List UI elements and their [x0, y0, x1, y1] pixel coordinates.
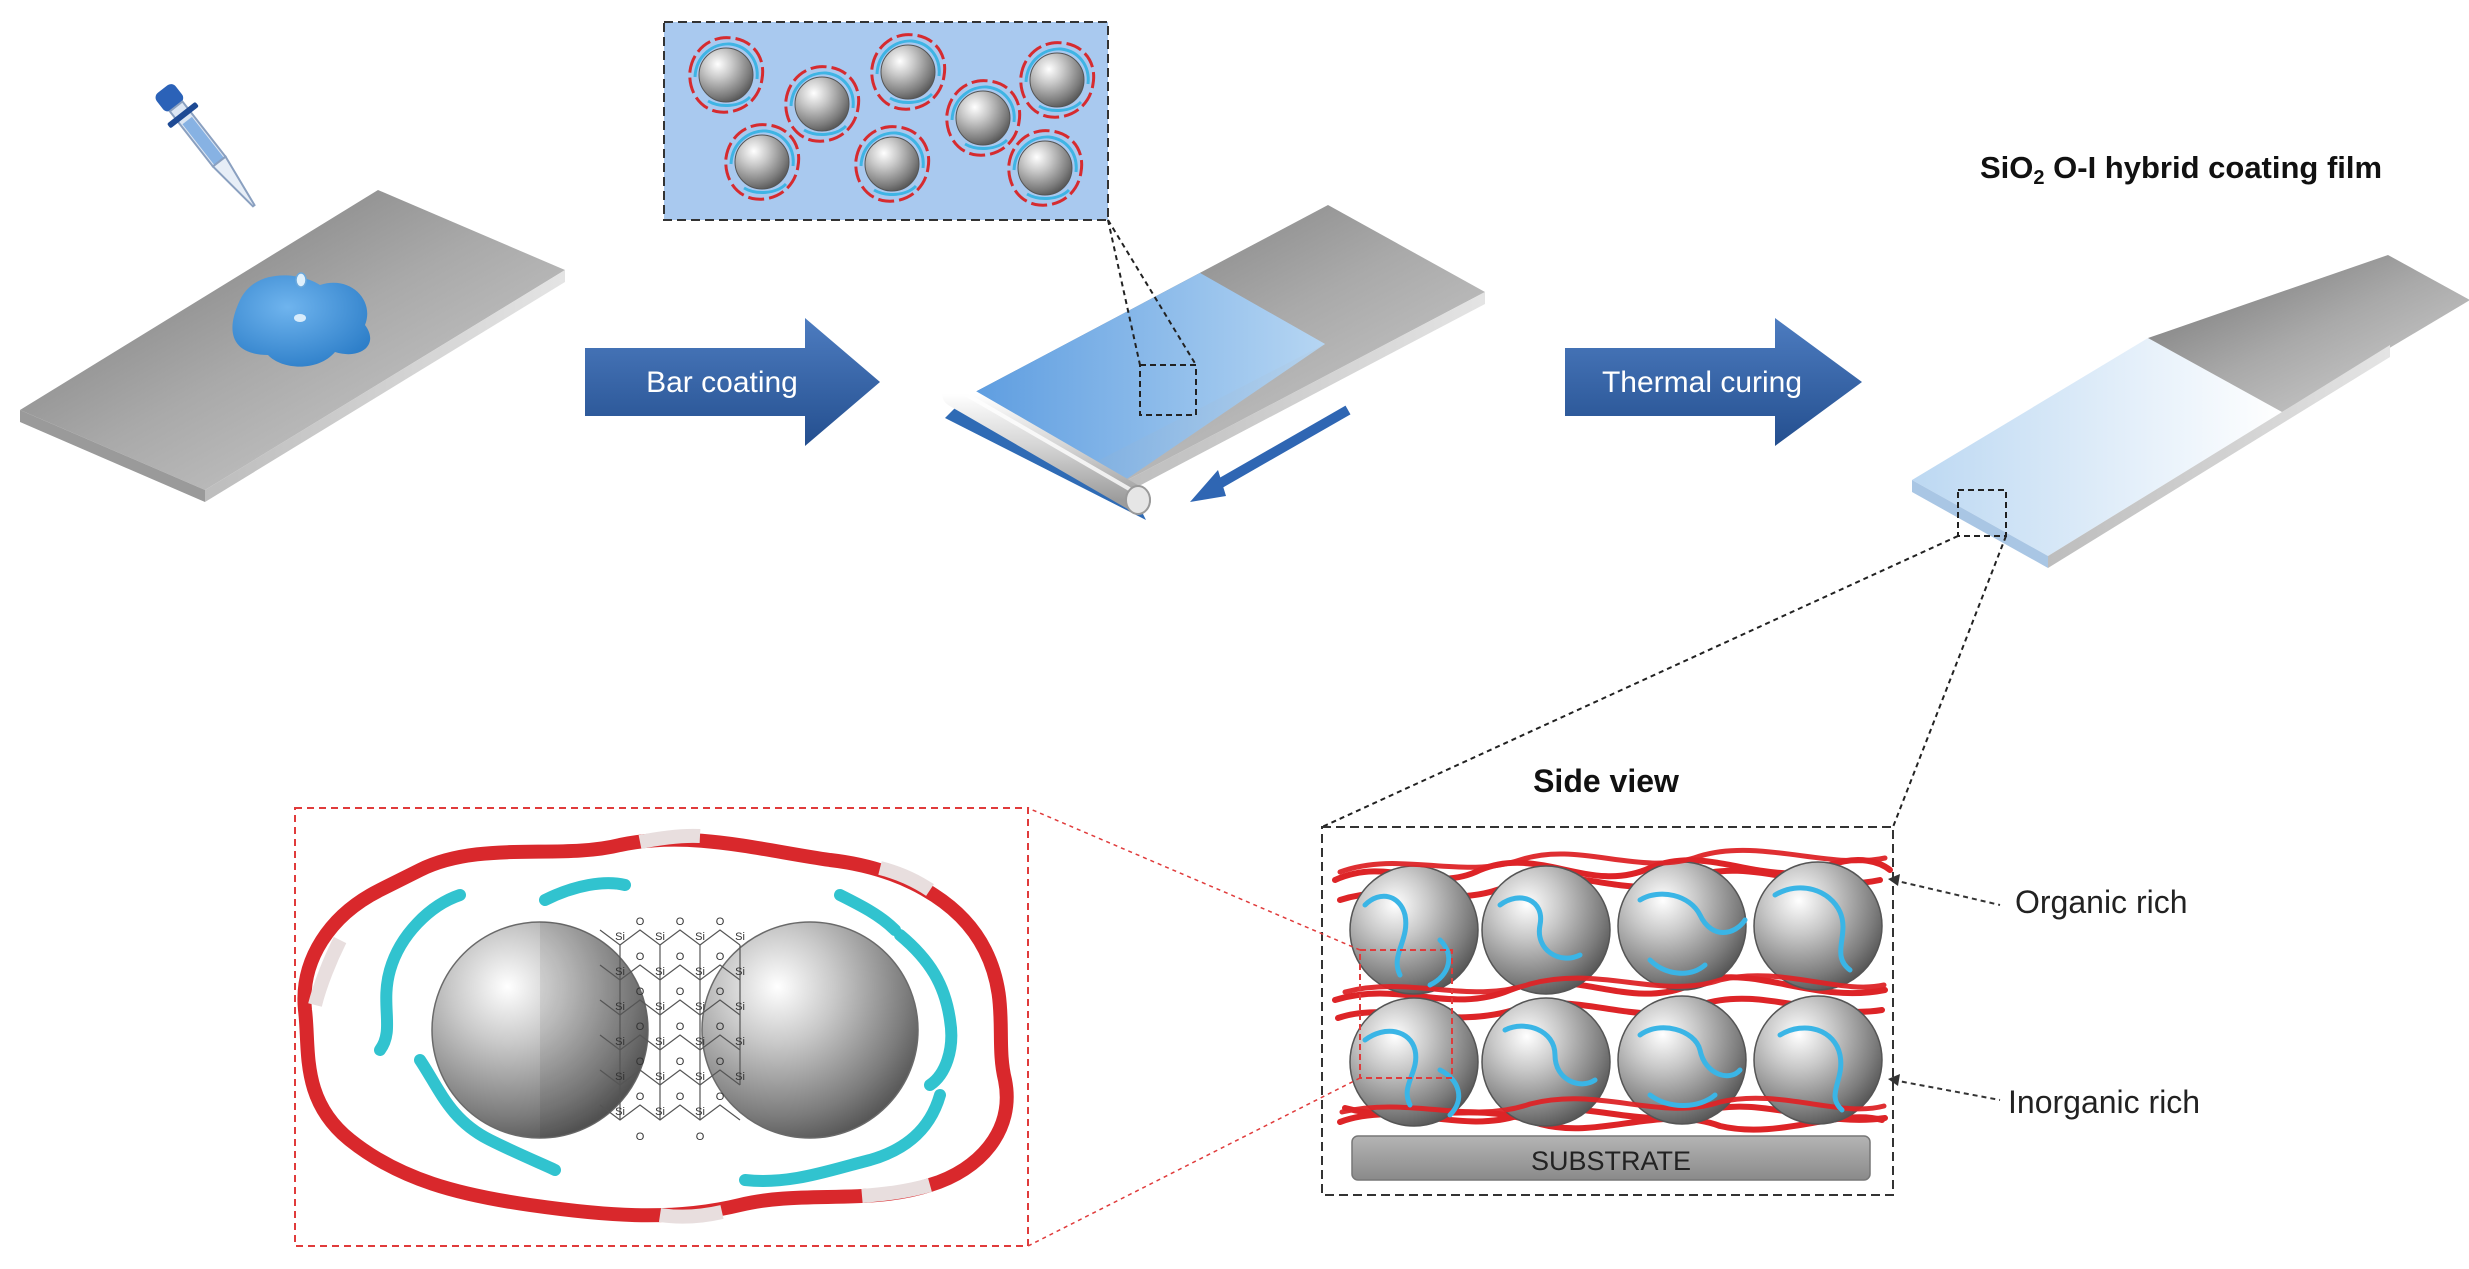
silica-particle — [1753, 995, 1883, 1125]
silica-particle — [1349, 865, 1479, 995]
svg-text:Si: Si — [735, 966, 745, 978]
svg-text:Si: Si — [695, 931, 705, 943]
step1-plate — [20, 190, 565, 502]
silica-sphere-left — [431, 921, 649, 1139]
svg-text:O: O — [676, 951, 685, 963]
svg-text:Si: Si — [615, 966, 625, 978]
bar-coating-label: Bar coating — [646, 366, 798, 399]
svg-text:O: O — [636, 916, 645, 928]
svg-text:O: O — [676, 916, 685, 928]
film-title: SiO2 O-I hybrid coating film — [1980, 150, 2383, 189]
siloxane-network: Si Si Si Si O O O Si Si Si Si O O O Si S… — [599, 916, 745, 1143]
svg-text:O: O — [676, 986, 685, 998]
svg-text:Si: Si — [615, 931, 625, 943]
svg-text:Si: Si — [695, 1071, 705, 1083]
svg-text:O: O — [716, 951, 725, 963]
silica-particle — [1753, 861, 1883, 991]
svg-text:O: O — [716, 1091, 725, 1103]
side-zoom-marker — [1957, 489, 2007, 537]
svg-text:O: O — [716, 986, 725, 998]
svg-text:O: O — [676, 1021, 685, 1033]
coating-bar-roller — [942, 381, 1151, 520]
svg-text:O: O — [676, 1056, 685, 1068]
side-view-title: Side view — [1533, 763, 1679, 799]
bar-coating-arrow: Bar coating — [585, 318, 880, 446]
svg-text:O: O — [636, 951, 645, 963]
svg-text:Si: Si — [655, 931, 665, 943]
svg-text:O: O — [636, 1056, 645, 1068]
pipette-icon — [155, 84, 256, 208]
zoom-region-marker — [1139, 364, 1197, 416]
thermal-curing-arrow: Thermal curing — [1565, 318, 1862, 446]
thermal-curing-label: Thermal curing — [1602, 366, 1802, 399]
step3-plate — [1912, 255, 2469, 568]
silica-particle — [1481, 865, 1611, 995]
substrate-label: SUBSTRATE — [1531, 1146, 1691, 1176]
svg-text:O: O — [696, 1131, 705, 1143]
svg-text:O: O — [676, 1091, 685, 1103]
svg-text:Si: Si — [735, 1071, 745, 1083]
svg-text:Si: Si — [655, 1001, 665, 1013]
svg-text:O: O — [636, 986, 645, 998]
cyan-chains — [1362, 885, 1853, 1118]
svg-text:Si: Si — [655, 1036, 665, 1048]
nanoparticle-dispersion-inset — [663, 21, 1109, 221]
svg-text:O: O — [636, 1021, 645, 1033]
organic-rich-label: Organic rich — [2015, 884, 2188, 920]
svg-text:Si: Si — [655, 1071, 665, 1083]
svg-text:O: O — [716, 1056, 725, 1068]
molecular-zoom-marker — [1359, 949, 1453, 1079]
inorganic-rich-label: Inorganic rich — [2008, 1084, 2200, 1120]
svg-text:O: O — [716, 916, 725, 928]
svg-text:Si: Si — [695, 1036, 705, 1048]
step2-plate — [960, 205, 1485, 497]
svg-text:O: O — [716, 1021, 725, 1033]
silica-particle — [1481, 997, 1611, 1127]
substrate-layer — [1351, 1135, 1871, 1181]
svg-text:Si: Si — [735, 1036, 745, 1048]
svg-text:O: O — [636, 1091, 645, 1103]
svg-text:Si: Si — [615, 1071, 625, 1083]
svg-text:Si: Si — [695, 1106, 705, 1118]
coating-direction-arrow — [1190, 405, 1351, 502]
svg-text:Si: Si — [615, 1001, 625, 1013]
svg-text:Si: Si — [735, 1001, 745, 1013]
molecular-detail-panel: Si Si Si Si O O O Si Si Si Si O O O Si S… — [294, 807, 1029, 1247]
svg-text:Si: Si — [655, 1106, 665, 1118]
svg-text:Si: Si — [615, 1036, 625, 1048]
side-view-panel: SUBSTRATE — [1321, 826, 1894, 1196]
svg-text:Si: Si — [655, 966, 665, 978]
svg-text:Si: Si — [615, 1106, 625, 1118]
svg-text:O: O — [636, 1131, 645, 1143]
svg-text:Si: Si — [695, 1001, 705, 1013]
silica-sphere-right — [701, 921, 919, 1139]
svg-text:Si: Si — [735, 931, 745, 943]
svg-text:Si: Si — [695, 966, 705, 978]
